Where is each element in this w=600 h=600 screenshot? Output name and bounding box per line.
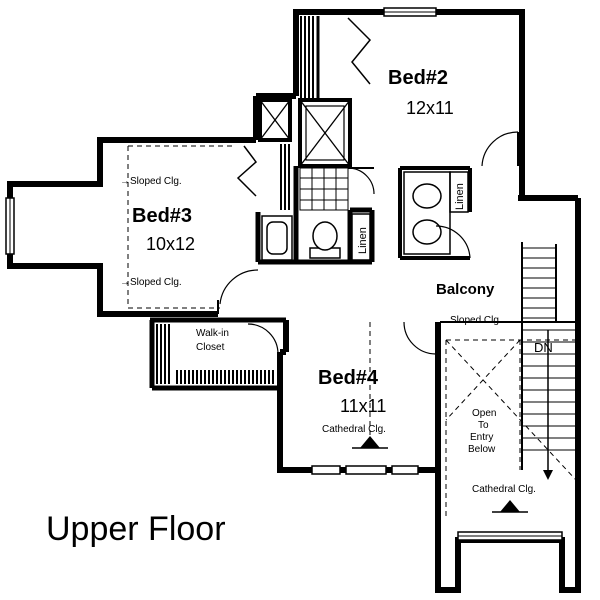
bed4-cathedral-clg: Cathedral Clg.: [322, 424, 386, 435]
open-label-3: Entry: [470, 432, 493, 443]
bed4-name: Bed#4: [318, 367, 379, 389]
walk-in-door-swing: [247, 323, 279, 355]
linen-closet-2: [351, 213, 371, 261]
open-label-1: Open: [472, 408, 496, 419]
balcony-sloped-clg: Sloped Clg.: [450, 315, 502, 326]
bathtub: [261, 215, 293, 261]
bed3-arrow-bottom: →: [120, 277, 130, 288]
bed2-window: [383, 7, 437, 17]
bed3-sloped-ceiling-lines: [127, 145, 236, 309]
bed4-size: 11x11: [340, 396, 386, 416]
stair-cathedral-clg: Cathedral Clg.: [472, 484, 536, 495]
bed3-door-swing: [219, 269, 259, 305]
bath-door-swing: [347, 167, 375, 195]
stairs: [521, 242, 581, 520]
bed3-sloped-clg-top: Sloped Clg.: [130, 176, 182, 187]
bed3-arrow-top: →: [120, 176, 130, 187]
bath-tile-floor: [299, 167, 349, 211]
open-label-4: Below: [468, 444, 496, 455]
toilet: [309, 221, 341, 259]
walk-in-label-2: Closet: [196, 342, 225, 353]
walk-in-closet-walls: [149, 317, 286, 391]
bed2-door-swing: [481, 131, 519, 167]
stair-dn-label: DN: [534, 340, 553, 355]
stair-ceiling-marker: [500, 500, 520, 512]
plan-title: Upper Floor: [46, 510, 226, 548]
bed3-size: 10x12: [146, 234, 195, 254]
double-vanity: [403, 171, 451, 255]
linen-closet-1: [449, 171, 469, 213]
walk-in-hatch-bottom: [176, 370, 276, 384]
bed4-ceiling-marker: [360, 436, 380, 448]
bed2-closet-hatch: [300, 16, 314, 98]
balcony-label: Balcony: [436, 281, 495, 298]
bed2-name: Bed#2: [388, 67, 448, 89]
bed3-window: [5, 197, 15, 255]
bed4-windows: [311, 465, 419, 475]
bed2-size: 12x11: [406, 98, 454, 118]
linen-label-2: Linen: [357, 227, 369, 254]
walk-in-hatch-left: [156, 324, 170, 384]
open-to-below-lines: [445, 339, 578, 520]
bed2-closet-door: [347, 17, 372, 85]
bed3-name: Bed#3: [132, 205, 192, 227]
open-label-2: To: [478, 420, 489, 431]
vanity-door-swing: [435, 225, 471, 259]
bed4-door-swing: [403, 321, 437, 355]
walk-in-label-1: Walk-in: [196, 328, 229, 339]
bed3-closet-door: [236, 145, 258, 197]
linen-label-1: Linen: [454, 183, 466, 210]
bed3-closet-hatch: [278, 144, 292, 210]
bed3-sloped-clg-bottom: Sloped Clg.: [130, 277, 182, 288]
